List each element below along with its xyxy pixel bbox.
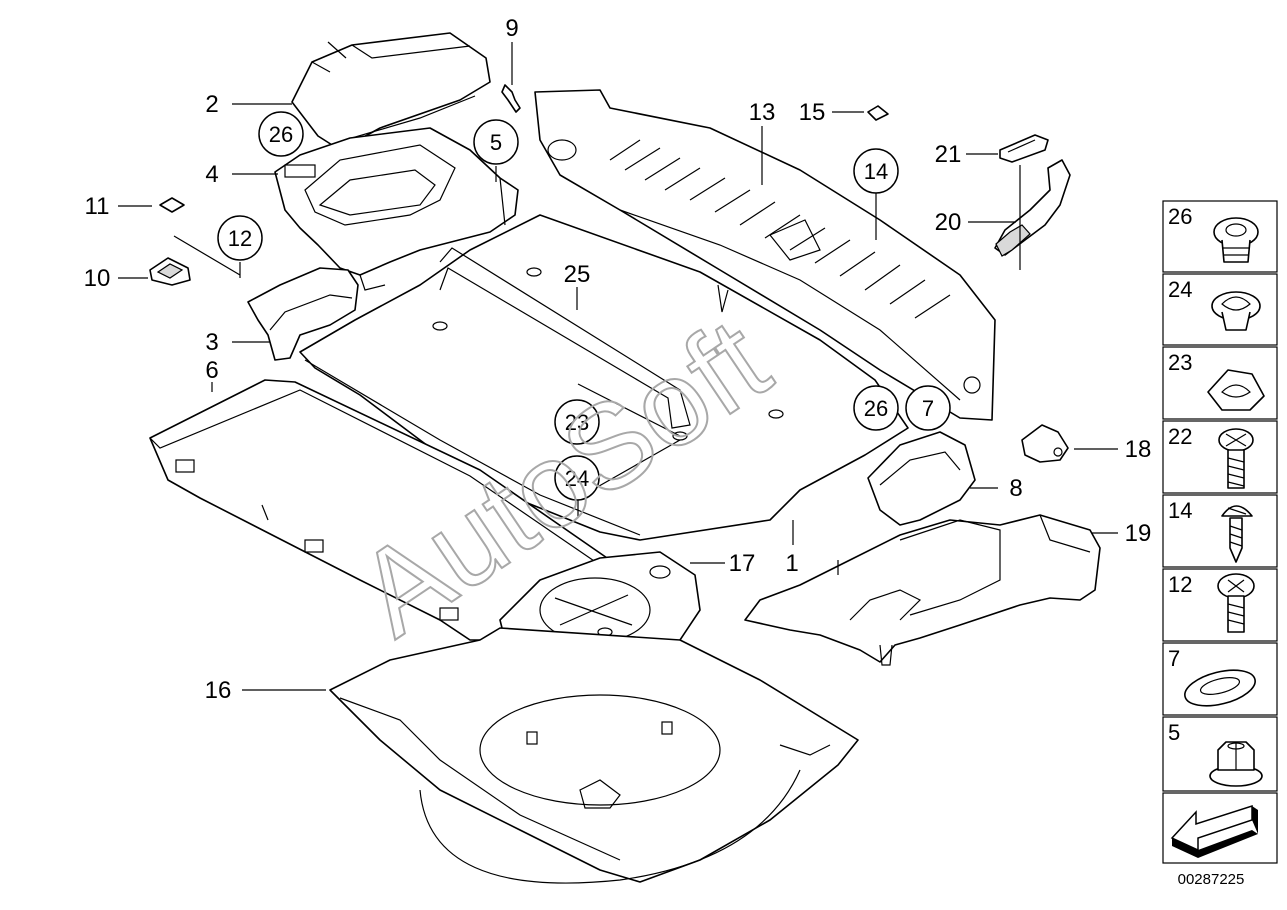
part-11-pad — [159, 197, 185, 213]
circled-callout-26-upper: 26 — [258, 111, 304, 157]
svg-text:12: 12 — [1168, 572, 1192, 597]
part-4-frame — [274, 127, 519, 291]
circled-callout-5: 5 — [473, 119, 519, 165]
legend-cell-arrow — [1162, 792, 1278, 864]
svg-text:7: 7 — [1168, 646, 1180, 671]
callout-21: 21 — [935, 141, 962, 168]
callout-18: 18 — [1125, 436, 1152, 463]
legend-cell-22: 22 — [1162, 420, 1278, 494]
part-20-strap — [994, 159, 1071, 257]
reference-number: 00287225 — [1178, 871, 1245, 888]
legend-cell-14: 14 — [1162, 494, 1278, 568]
clip-grommet-icon — [1213, 217, 1259, 263]
callout-11: 11 — [85, 193, 110, 220]
callout-17: 17 — [729, 550, 756, 577]
callout-1: 1 — [785, 550, 798, 577]
svg-text:7: 7 — [922, 396, 934, 421]
part-8-box — [867, 431, 976, 526]
part-3-bracket — [247, 267, 359, 361]
svg-text:12: 12 — [228, 226, 252, 251]
part-18-bracket — [1021, 424, 1069, 463]
circled-callout-26-lower: 26 — [853, 385, 899, 431]
svg-text:26: 26 — [864, 396, 888, 421]
legend-cell-23: 23 — [1162, 346, 1278, 420]
oval-plug-icon — [1184, 669, 1256, 707]
part-1-tray — [744, 514, 1101, 666]
svg-text:24: 24 — [565, 466, 589, 491]
direction-arrow-icon — [1170, 804, 1258, 858]
self-tapping-screw-icon — [1221, 505, 1253, 563]
callout-10: 10 — [84, 265, 111, 292]
callout-16: 16 — [205, 677, 232, 704]
fastener-legend: 26 24 23 — [1162, 200, 1278, 864]
legend-cell-5: 5 — [1162, 716, 1278, 792]
countersunk-screw-icon — [1217, 573, 1255, 633]
circled-callouts: 26 5 12 14 23 24 26 7 — [217, 111, 951, 501]
part-15-pad — [867, 105, 889, 121]
legend-cell-26: 26 — [1162, 200, 1278, 273]
svg-text:23: 23 — [1168, 350, 1192, 375]
circled-callout-12: 12 — [217, 215, 263, 261]
expanding-rivet-icon — [1211, 291, 1261, 331]
circled-callout-24: 24 — [554, 455, 600, 501]
hex-screw-icon — [1218, 428, 1254, 489]
callout-25: 25 — [564, 261, 591, 288]
callout-3: 3 — [205, 329, 218, 356]
svg-text:14: 14 — [864, 159, 888, 184]
legend-cell-7: 7 — [1162, 642, 1278, 716]
circled-callout-23: 23 — [554, 399, 600, 445]
callout-9: 9 — [505, 15, 518, 42]
svg-text:26: 26 — [1168, 204, 1192, 229]
callout-4: 4 — [205, 161, 218, 188]
callout-8: 8 — [1009, 475, 1022, 502]
leader-lines — [118, 42, 1118, 691]
callout-15: 15 — [799, 99, 826, 126]
part-16-wheel-well — [329, 627, 859, 884]
callout-6: 6 — [205, 357, 218, 384]
svg-text:22: 22 — [1168, 424, 1192, 449]
part-21-switch — [999, 134, 1049, 163]
part-9-clip — [501, 84, 521, 113]
legend-cell-12: 12 — [1162, 568, 1278, 642]
clip-nut-icon — [1207, 369, 1265, 411]
legend-cell-24: 24 — [1162, 273, 1278, 346]
callout-numbers: 2 4 3 6 9 11 10 13 15 21 20 25 18 8 19 1… — [84, 15, 1152, 704]
svg-text:14: 14 — [1168, 498, 1192, 523]
svg-text:23: 23 — [565, 410, 589, 435]
svg-text:26: 26 — [269, 122, 293, 147]
callout-13: 13 — [749, 99, 776, 126]
part-13-rear-trim — [534, 89, 996, 421]
svg-text:5: 5 — [1168, 720, 1180, 745]
flange-nut-icon — [1209, 741, 1263, 787]
callout-20: 20 — [935, 209, 962, 236]
circled-callout-7: 7 — [905, 385, 951, 431]
callout-19: 19 — [1125, 520, 1152, 547]
svg-text:5: 5 — [490, 130, 502, 155]
callout-2: 2 — [205, 91, 218, 118]
svg-text:24: 24 — [1168, 277, 1192, 302]
circled-callout-14: 14 — [853, 148, 899, 194]
part-10-holder — [149, 257, 191, 286]
